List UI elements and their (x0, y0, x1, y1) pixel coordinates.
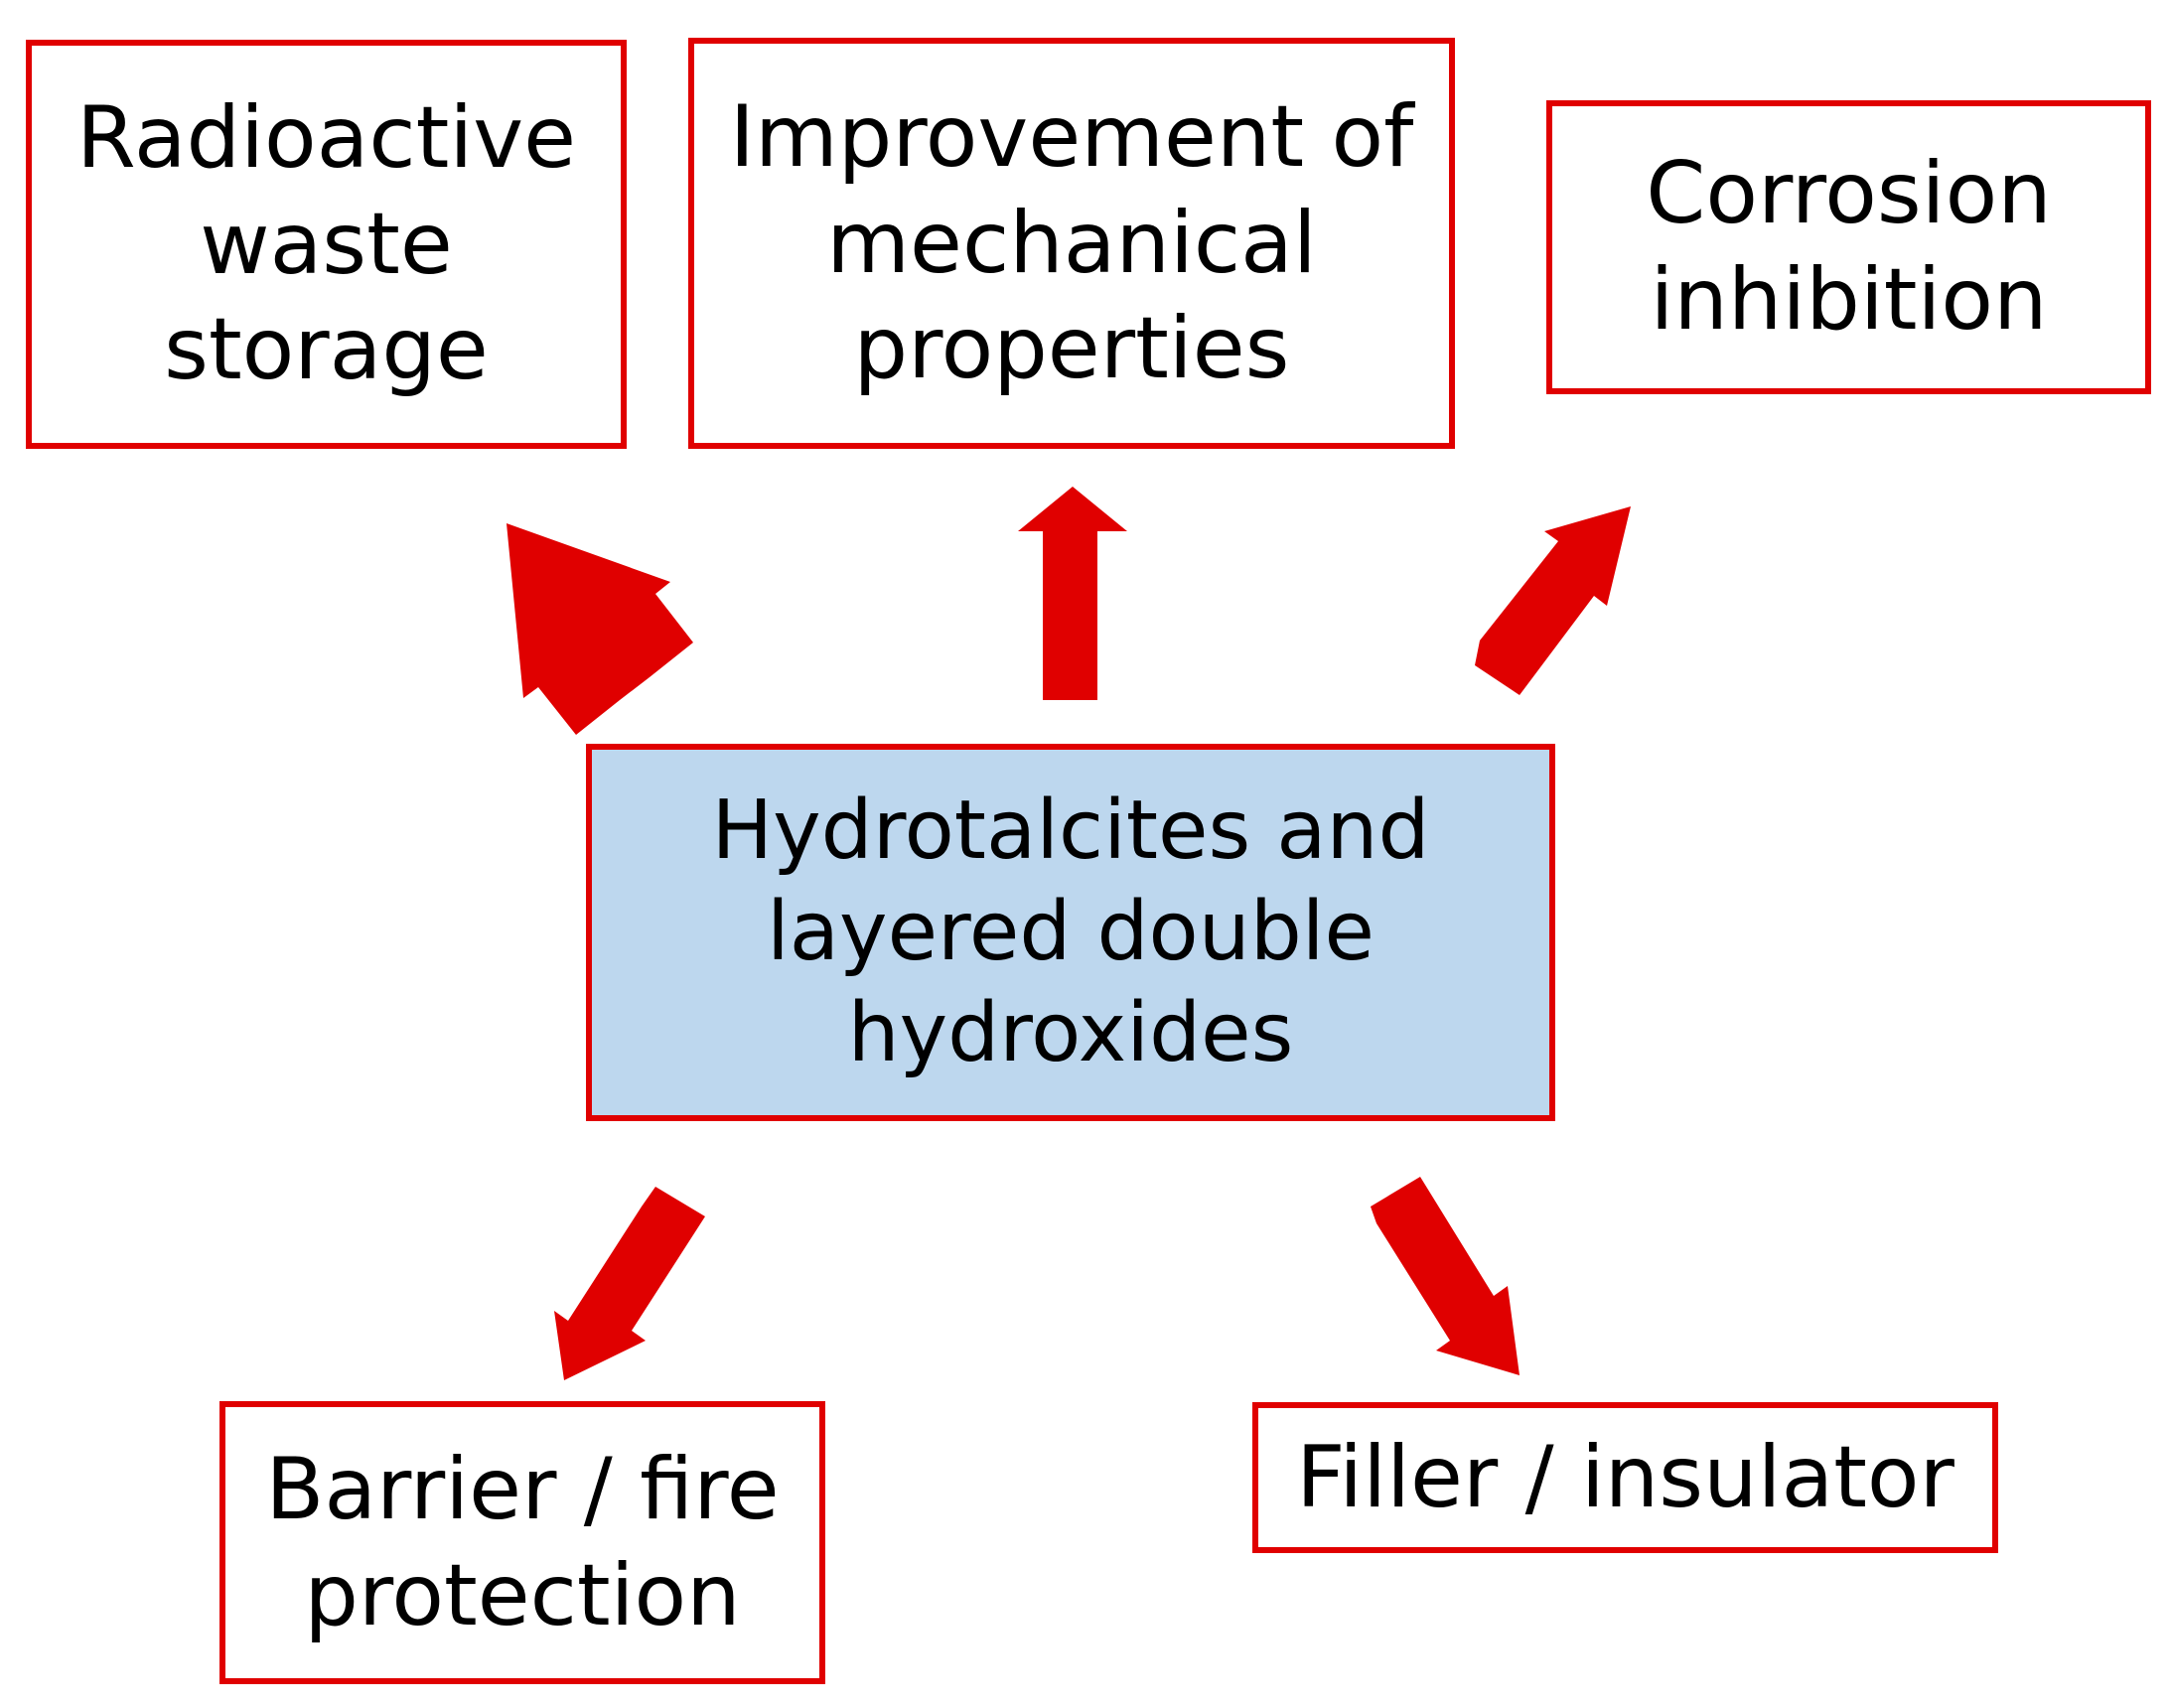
arrow-to-filler-insulator (1371, 1177, 1520, 1375)
hydrotalcites-center-box: Hydrotalcites and layered double hydroxi… (586, 744, 1555, 1121)
hydrotalcites-center-label: Hydrotalcites and layered double hydroxi… (711, 783, 1430, 1080)
filler-insulator-box: Filler / insulator (1252, 1402, 1998, 1553)
barrier-fire-protection-label: Barrier / fire protection (265, 1439, 780, 1645)
arrow-to-radioactive-waste (507, 523, 693, 735)
filler-insulator-label: Filler / insulator (1296, 1427, 1954, 1527)
arrow-to-corrosion-inhibition (1475, 506, 1631, 695)
arrow-to-barrier-fire (554, 1187, 705, 1380)
mechanical-properties-box: Improvement of mechanical properties (688, 38, 1455, 449)
mechanical-properties-label: Improvement of mechanical properties (729, 87, 1414, 399)
corrosion-inhibition-box: Corrosion inhibition (1546, 100, 2151, 394)
radioactive-waste-storage-label: Radioactive waste storage (75, 88, 577, 400)
arrow-to-mechanical-properties (1018, 487, 1127, 700)
barrier-fire-protection-box: Barrier / fire protection (219, 1401, 825, 1684)
radioactive-waste-storage-box: Radioactive waste storage (26, 40, 627, 449)
corrosion-inhibition-label: Corrosion inhibition (1646, 144, 2052, 350)
